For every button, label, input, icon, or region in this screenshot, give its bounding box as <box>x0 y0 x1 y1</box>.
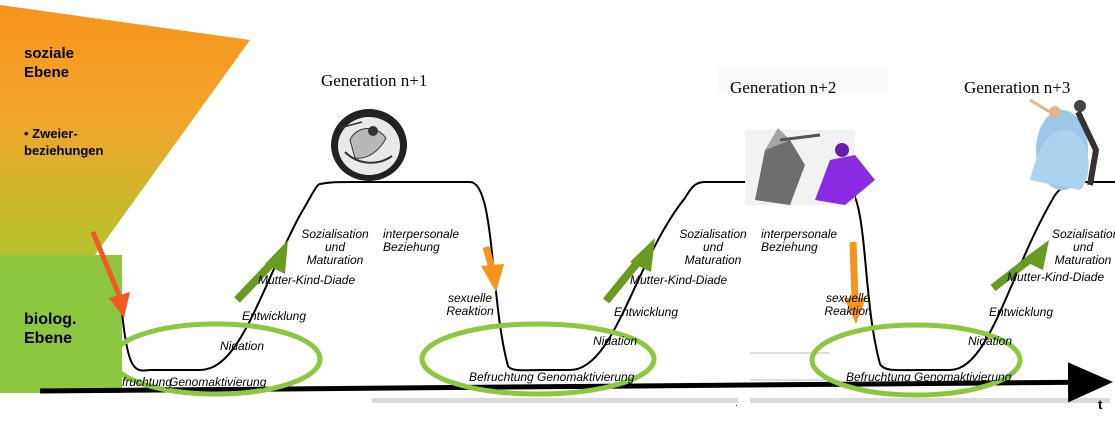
stage-interpersonal-line1: interpersonale <box>761 227 838 241</box>
stage-befruchtung-partial: fruchtung <box>122 375 173 389</box>
social-level-label: soziale Ebene <box>24 44 74 82</box>
stage-sozialisation-3: Sozialisation und Maturation <box>1052 227 1115 267</box>
social-level-line1: soziale <box>24 45 75 62</box>
greek-vase-painting-icon <box>331 109 407 181</box>
reaction-arrowhead <box>481 264 504 292</box>
stage-sexuell-line1: sexuelle <box>447 291 493 305</box>
stage-genomaktivierung-1: Genomaktivierung <box>169 375 267 389</box>
stage-genomaktivierung-3: Genomaktivierung <box>914 370 1012 384</box>
axis-strip <box>750 398 1110 403</box>
stage-entwicklung-2: Entwicklung <box>614 305 679 319</box>
axis-strip <box>372 398 738 403</box>
social-level-area <box>0 5 250 255</box>
reaction-arrow <box>482 246 496 269</box>
stage-nidation-2: Nidation <box>593 334 638 348</box>
generation-label-1: Generation n+1 <box>321 71 428 90</box>
stage-interpersonal-line1: interpersonale <box>383 227 460 241</box>
social-item-label: • Zweier- beziehungen <box>24 125 103 159</box>
stage-sozialisation-line1: Sozialisation <box>1052 227 1115 241</box>
bio-level-area <box>0 255 122 393</box>
stage-sexuell-1: sexuelle Reaktion <box>446 292 494 318</box>
stage-entwicklung-3: Entwicklung <box>989 305 1054 319</box>
stage-sozialisation-1: Sozialisation und Maturation <box>300 228 370 267</box>
social-to-bio-arrowhead <box>109 292 130 318</box>
stage-interpersonal-2: interpersonale Beziehung <box>761 228 837 254</box>
conception-ellipse <box>419 321 657 397</box>
stage-sexuell-line2: Reaktion <box>824 304 872 318</box>
time-axis <box>39 362 1113 403</box>
stage-sexuell-line2: Reaktion <box>446 304 494 318</box>
modern-figures-icon <box>718 67 888 205</box>
stage-befruchtung-3: Befruchtung <box>846 370 911 384</box>
stage-sozialisation-line2: und <box>702 240 724 254</box>
dancing-couple-icon <box>1029 98 1100 190</box>
stage-mutter-kind-1: Mutter-Kind-Diade <box>258 273 356 287</box>
social-to-bio-arrow <box>90 231 124 301</box>
stage-genomaktivierung-2: Genomaktivierung <box>537 370 635 384</box>
stage-sozialisation-line1: Sozialisation <box>679 227 747 241</box>
development-arrowhead <box>1022 240 1049 270</box>
bio-level-line2: Ebene <box>24 330 73 347</box>
generation-label-3: Generation n+3 <box>964 78 1071 97</box>
conception-ellipse <box>809 322 1023 398</box>
social-item-line1: • Zweier- <box>24 126 78 141</box>
bio-level-line1: biolog. <box>24 311 77 328</box>
stage-sozialisation-line1: Sozialisation <box>301 227 369 241</box>
stage-sozialisation-line3: Maturation <box>306 253 364 267</box>
stage-sozialisation-2: Sozialisation und Maturation <box>672 228 754 267</box>
stage-entwicklung-1: Entwicklung <box>242 309 307 323</box>
reaction-arrow <box>849 241 859 301</box>
time-axis-tick: . <box>735 398 738 409</box>
stage-nidation-1: Nidation <box>220 339 265 353</box>
generation-label-2: Generation n+2 <box>730 78 837 97</box>
development-arrowhead <box>265 240 288 274</box>
stage-nidation-3: Nidation <box>968 334 1013 348</box>
stage-mutter-kind-2: Mutter-Kind-Diade <box>630 273 728 287</box>
bio-level-label: biolog. Ebene <box>24 310 76 348</box>
development-curve <box>121 181 1115 372</box>
reaction-arrowhead <box>844 298 866 324</box>
stage-sozialisation-line3: Maturation <box>1054 253 1112 267</box>
conception-ellipse <box>109 321 323 397</box>
time-axis-label: t <box>1098 397 1103 412</box>
stage-sexuell-2: sexuelle Reaktion <box>824 292 872 318</box>
stage-befruchtung-2: Befruchtung <box>469 370 534 384</box>
stage-sozialisation-line3: Maturation <box>684 253 742 267</box>
stage-sozialisation-line2: und <box>1072 240 1094 254</box>
stage-sexuell-line1: sexuelle <box>825 291 871 305</box>
stage-interpersonal-line2: Beziehung <box>383 240 440 254</box>
social-level-line2: Ebene <box>24 64 70 81</box>
stage-interpersonal-line2: Beziehung <box>761 240 818 254</box>
stage-mutter-kind-3: Mutter-Kind-Diade <box>1007 270 1105 284</box>
stage-interpersonal-1: interpersonale Beziehung <box>383 228 459 254</box>
stage-sozialisation-line2: und <box>324 240 346 254</box>
development-arrowhead <box>630 238 655 272</box>
social-item-line2: beziehungen <box>24 143 104 158</box>
